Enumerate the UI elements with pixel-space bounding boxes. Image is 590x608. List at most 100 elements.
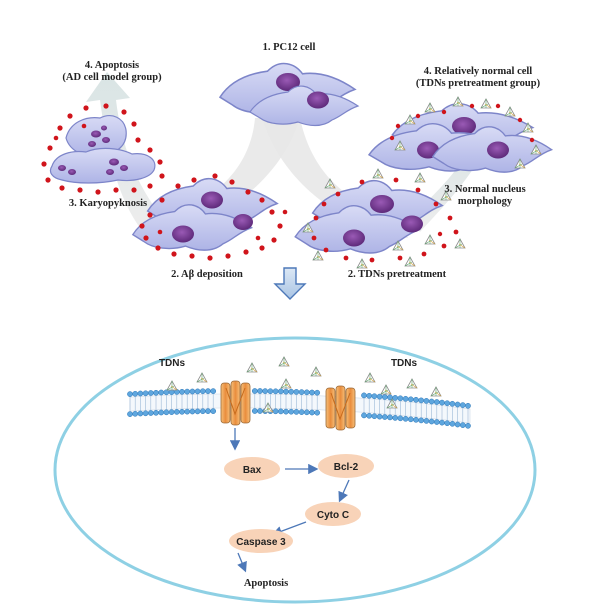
membrane-head-outer (439, 399, 445, 406)
membrane-head-outer (147, 390, 154, 396)
membrane-head-inner (407, 416, 414, 423)
label-apoptosis-title-1: 4. Apoptosis (85, 60, 139, 71)
membrane-head-inner (210, 408, 217, 414)
label-abeta: 2. Aβ deposition (171, 269, 243, 280)
label-pc12: 1. PC12 cell (263, 42, 316, 53)
membrane-head-inner (293, 409, 300, 415)
membrane-head-inner (423, 418, 430, 424)
membrane-head-outer (423, 398, 430, 404)
membrane-head-inner (277, 408, 284, 415)
membrane-head-outer (309, 389, 315, 396)
membrane-head-outer (449, 400, 456, 407)
label-normal-cell-1: 4. Relatively normal cell (424, 66, 533, 77)
membrane-head-outer (189, 388, 196, 395)
normal-cell-dots (389, 103, 535, 143)
membrane-head-outer (272, 388, 279, 395)
membrane-head-inner (173, 409, 180, 415)
arrow-caspase3-to-apoptosis (237, 552, 247, 573)
membrane-head-outer (293, 389, 300, 395)
tdns-pretreatment-dots (311, 177, 459, 263)
nucleus-icon (201, 191, 223, 209)
membrane-head-inner (376, 413, 383, 420)
membrane-head-inner (272, 408, 279, 415)
membrane-head-inner (179, 408, 185, 415)
membrane-head-inner (366, 412, 373, 419)
membrane-head-outer (459, 402, 466, 408)
membrane-head-outer (454, 401, 461, 408)
down-arrow-icon (273, 267, 307, 300)
membrane-head-inner (371, 413, 378, 420)
membrane-head-inner (444, 420, 451, 427)
node-bax: Bax (224, 457, 280, 481)
label-karyopyknosis: 3. Karyopyknosis (69, 198, 147, 209)
membrane-head-outer (397, 395, 404, 402)
membrane-head-inner (418, 417, 425, 424)
nucleus-icon (417, 141, 439, 159)
membrane-head-outer (142, 390, 149, 397)
membrane-head-inner (465, 422, 471, 429)
membrane-head-inner (397, 415, 404, 422)
membrane-head-inner (142, 410, 149, 417)
nucleus-icon (452, 117, 476, 135)
membrane-head-outer (199, 388, 206, 395)
membrane-head-inner (454, 421, 461, 428)
membrane-head-inner (449, 420, 456, 427)
membrane-head-outer (137, 390, 144, 397)
membrane-head-inner (413, 416, 419, 423)
membrane-head-inner (392, 415, 399, 421)
tdns-pretreatment-cell-group (294, 179, 443, 254)
membrane-head-inner (439, 419, 445, 426)
membrane-head-inner (309, 409, 315, 416)
membrane-head-outer (407, 396, 414, 403)
membrane-head-outer (303, 389, 310, 396)
membrane-head-outer (205, 388, 211, 394)
label-apoptosis-bottom: Apoptosis (244, 578, 288, 589)
membrane-head-outer (257, 388, 263, 394)
label-normal-cell-2: (TDNs pretreatment group) (416, 78, 541, 89)
node-cytoc: Cyto C (305, 502, 361, 526)
membrane-head-inner (194, 408, 201, 415)
nucleus-icon (487, 141, 509, 159)
membrane-head-outer (418, 397, 425, 404)
node-bcl2: Bcl-2 (318, 454, 374, 478)
membrane-head-outer (428, 398, 435, 405)
membrane-head-inner (402, 415, 409, 422)
node-caspase3-label: Caspase 3 (236, 537, 286, 548)
membrane-head-inner (381, 414, 388, 420)
nucleus-icon (401, 215, 423, 233)
arrow-bcl2-to-cytoc (338, 479, 350, 503)
membrane-head-inner (298, 409, 305, 415)
membrane-head-inner (189, 408, 196, 415)
channel-left-icon (220, 380, 251, 426)
node-cytoc-label: Cyto C (317, 510, 349, 521)
membrane-head-outer (184, 388, 191, 395)
membrane-head-inner (153, 409, 159, 416)
nucleus-icon (233, 214, 253, 230)
membrane-head-inner (158, 409, 165, 416)
membrane-head-inner (184, 408, 191, 415)
apoptosis-abeta-dots (41, 103, 165, 195)
membrane-head-outer (444, 400, 451, 407)
membrane-head-outer (277, 388, 284, 395)
abeta-dots (139, 173, 288, 261)
membrane-head-outer (283, 388, 289, 395)
abeta-cell-group (132, 177, 278, 251)
membrane-head-outer (210, 388, 217, 394)
membrane-head-outer (366, 392, 373, 399)
membrane-head-inner (303, 409, 310, 416)
label-apoptosis-title-2: (AD cell model group) (62, 72, 162, 83)
membrane-head-inner (361, 412, 367, 419)
nucleus-icon (276, 73, 300, 91)
label-tdns-left: TDNs (159, 358, 186, 369)
membrane-head-outer (132, 390, 139, 397)
membrane-head-outer (413, 396, 419, 403)
label-tdns-pretreatment: 2. TDNs pretreatment (348, 269, 447, 280)
membrane-head-outer (251, 388, 258, 394)
pc12-cell-group (219, 62, 359, 127)
membrane-head-outer (433, 399, 440, 405)
membrane-head-outer (371, 393, 378, 400)
membrane-head-outer (402, 395, 409, 402)
membrane-head-outer (194, 388, 201, 395)
membrane-head-inner (428, 418, 435, 425)
cell-ellipse (53, 336, 537, 604)
